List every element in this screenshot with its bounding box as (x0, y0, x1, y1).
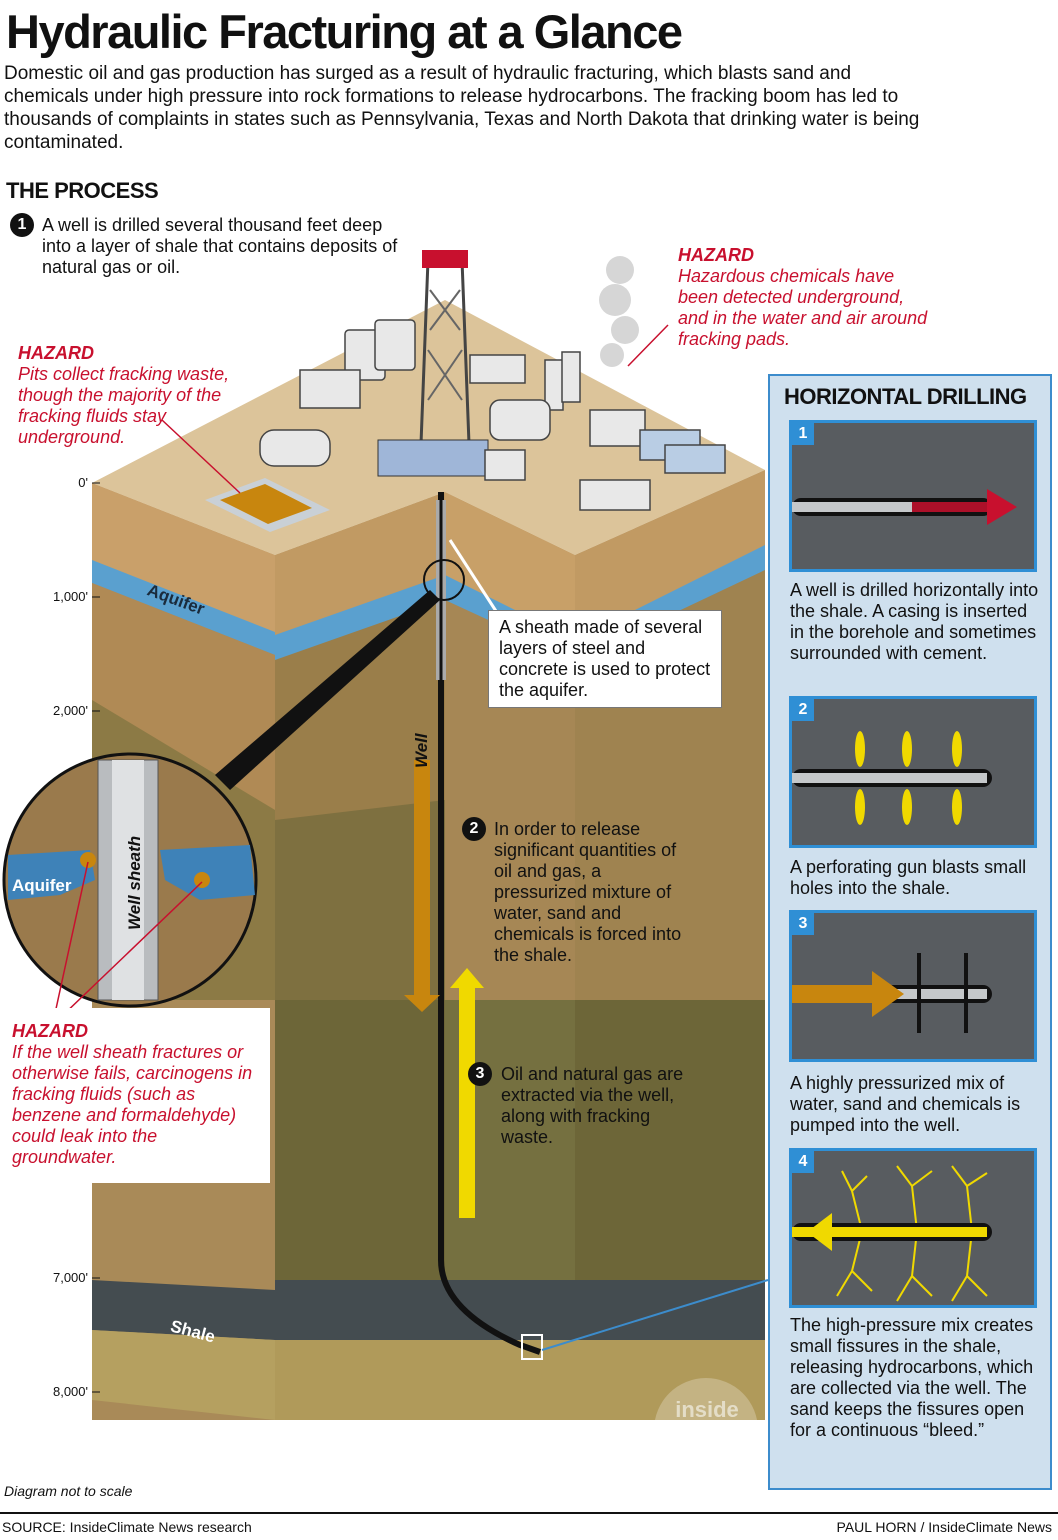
emission-plume (599, 256, 639, 367)
hd-panel-2: 2 (789, 696, 1037, 848)
step-1-text: A well is drilled several thousand feet … (42, 215, 398, 277)
intro-paragraph: Domestic oil and gas production has surg… (4, 63, 920, 153)
hazard-sheath-text: If the well sheath fractures or otherwis… (12, 1042, 253, 1167)
hd-step-2-text: A perforating gun blasts small holes int… (790, 857, 1027, 898)
step-2-text: In order to release significant quantiti… (494, 819, 682, 965)
hd-step-1-text: A well is drilled horizontally into the … (790, 580, 1039, 663)
well-bore (438, 492, 541, 1355)
storage-tanks (259, 319, 726, 511)
hd-illustration-3 (792, 953, 992, 1033)
hd-step-2-number: 2 (792, 699, 814, 721)
depth-0: 0' (78, 475, 88, 490)
drilling-rig (377, 250, 489, 477)
hd-illustration-4 (792, 1165, 992, 1302)
process-heading: THE PROCESS (6, 178, 159, 203)
hazard-sheath-title: HAZARD (12, 1021, 88, 1041)
hazard-pit-title: HAZARD (18, 343, 94, 363)
hd-panel-3: 3 (789, 910, 1037, 1062)
depth-2000: 2,000' (52, 703, 88, 718)
well-label: Well (412, 733, 431, 768)
step-1-badge: 1 (10, 213, 34, 237)
footer-rule (0, 1512, 1058, 1514)
depth-8000: 8,000' (52, 1384, 88, 1399)
shale-detail-marker (521, 1334, 543, 1360)
source-credit: SOURCE: InsideClimate News research (2, 1519, 252, 1535)
hd-step-4-number: 4 (792, 1151, 814, 1173)
hd-panel-4: 4 (789, 1148, 1037, 1308)
hd-step-3-number: 3 (792, 913, 814, 935)
step-3-text: Oil and natural gas are extracted via th… (501, 1064, 684, 1147)
hd-panel-1: 1 (789, 420, 1037, 572)
hazard-pit-text: Pits collect fracking waste, though the … (18, 364, 230, 447)
fluid-down-arrow (404, 760, 440, 1012)
hd-illustration-1 (792, 489, 1017, 525)
hd-illustration-2 (792, 731, 992, 825)
hazard-sheath-backdrop (0, 1008, 270, 1183)
gas-up-arrow (450, 968, 484, 1218)
hd-step-1-number: 1 (792, 423, 814, 445)
page-title: Hydraulic Fracturing at a Glance (6, 5, 683, 58)
hazard-air-text: Hazardous chemicals have been detected u… (678, 266, 928, 349)
depth-1000: 1,000' (52, 589, 88, 604)
hazard-air-title: HAZARD (678, 245, 754, 265)
step-3-badge: 3 (468, 1062, 492, 1086)
hd-step-3-text: A highly pressurized mix of water, sand … (790, 1073, 1021, 1135)
inset-sheath-circle (2, 752, 258, 1008)
step-2-badge: 2 (462, 817, 486, 841)
not-to-scale-note: Diagram not to scale (4, 1483, 133, 1499)
depth-ticks (92, 482, 100, 1393)
author-credit: PAUL HORN / InsideClimate News (836, 1519, 1052, 1535)
watermark-circle (654, 1378, 758, 1482)
earth-front-face (275, 470, 765, 1420)
well-sheath-label: Well sheath (125, 835, 144, 930)
hd-step-4-text: The high-pressure mix creates small fiss… (790, 1315, 1034, 1440)
sheath-callout: A sheath made of several layers of steel… (488, 610, 722, 708)
horizontal-drilling-heading: HORIZONTAL DRILLING (784, 384, 1027, 409)
depth-7000: 7,000' (52, 1270, 88, 1285)
inset-aquifer-label: Aquifer (12, 876, 72, 895)
sheath-magnifier (423, 559, 465, 601)
